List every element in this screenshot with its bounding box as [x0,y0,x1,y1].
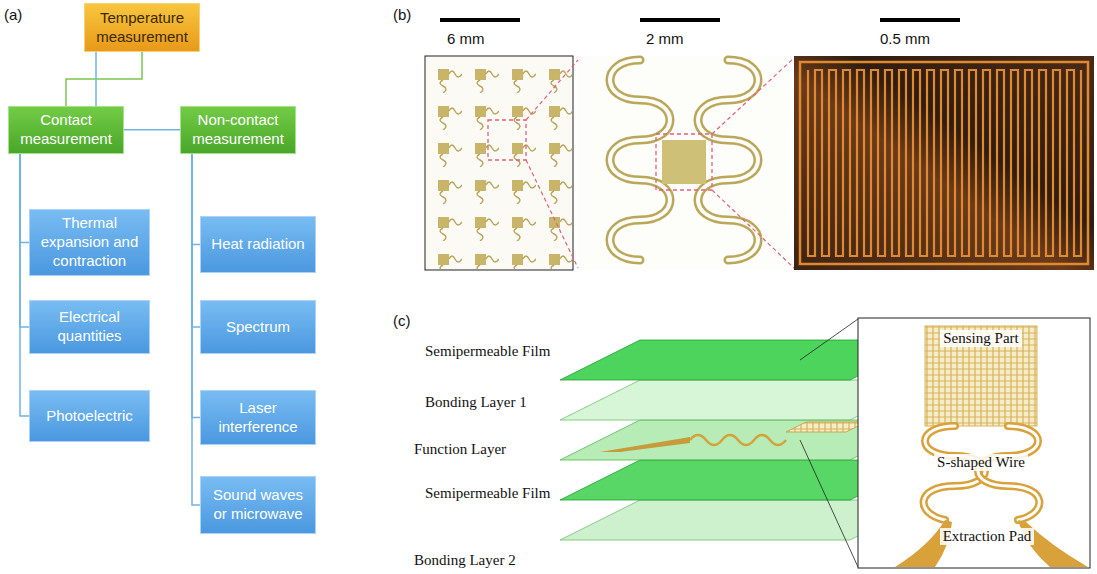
layer-label: Semipermeable Film [425,485,550,502]
part-label: Sensing Part [940,330,1021,347]
tree-connector [192,154,200,418]
inset-leader-lines [800,319,858,567]
scale-bars [440,18,960,22]
layer-label: Bonding Layer 2 [414,552,516,569]
sensor-array-photo [425,56,573,270]
scale-label: 2 mm [646,30,684,47]
root-box: Temperature measurement [84,3,200,52]
method-box: Sound waves or microwave [200,476,316,534]
box-text: Spectrum [226,318,290,337]
tree-connector [20,154,29,243]
box-text: Contact measurement [15,111,117,149]
layer-label: Function Layer [414,441,506,458]
function-layer-circuit [600,422,866,452]
panel-label: (b) [393,6,411,23]
box-text: Photoelectric [46,407,133,426]
tree-connector [192,154,200,328]
part-label: Extraction Pad [940,528,1035,545]
method-box: Electrical quantities [29,300,150,354]
meander-line [808,70,1081,256]
electrode-inset [858,318,1090,568]
box-text: Non-contact measurement [187,111,289,149]
method-box: Thermal expansion and contraction [29,209,150,276]
tree-connector [192,154,200,245]
method-box: Photoelectric [29,390,150,442]
box-text: Temperature measurement [91,9,193,47]
serpentine-micrograph [794,56,1094,270]
tree-connector [66,52,142,106]
zoom-lines [526,58,794,268]
box-text: Sound waves or microwave [207,486,309,524]
part-label: S-shaped Wire [934,454,1028,471]
layer-label: Semipermeable Film [425,343,550,360]
single-cell-photo [578,56,788,270]
method-box: Spectrum [200,300,316,354]
method-box: Heat radiation [200,216,316,273]
layer-label: Bonding Layer 1 [425,394,527,411]
scale-label: 6 mm [447,30,485,47]
method-box: Laser interference [200,390,316,445]
tree-connector [20,154,29,328]
category-box: Non-contact measurement [180,106,296,154]
panel-label: (a) [4,6,22,23]
category-box: Contact measurement [8,106,124,154]
tree-connector [20,154,29,417]
tree-connector [192,154,200,506]
panel-label: (c) [393,312,411,329]
box-text: Thermal expansion and contraction [36,214,143,270]
box-text: Heat radiation [211,235,304,254]
box-text: Electrical quantities [36,308,143,346]
box-text: Laser interference [207,399,309,437]
scale-label: 0.5 mm [880,30,930,47]
